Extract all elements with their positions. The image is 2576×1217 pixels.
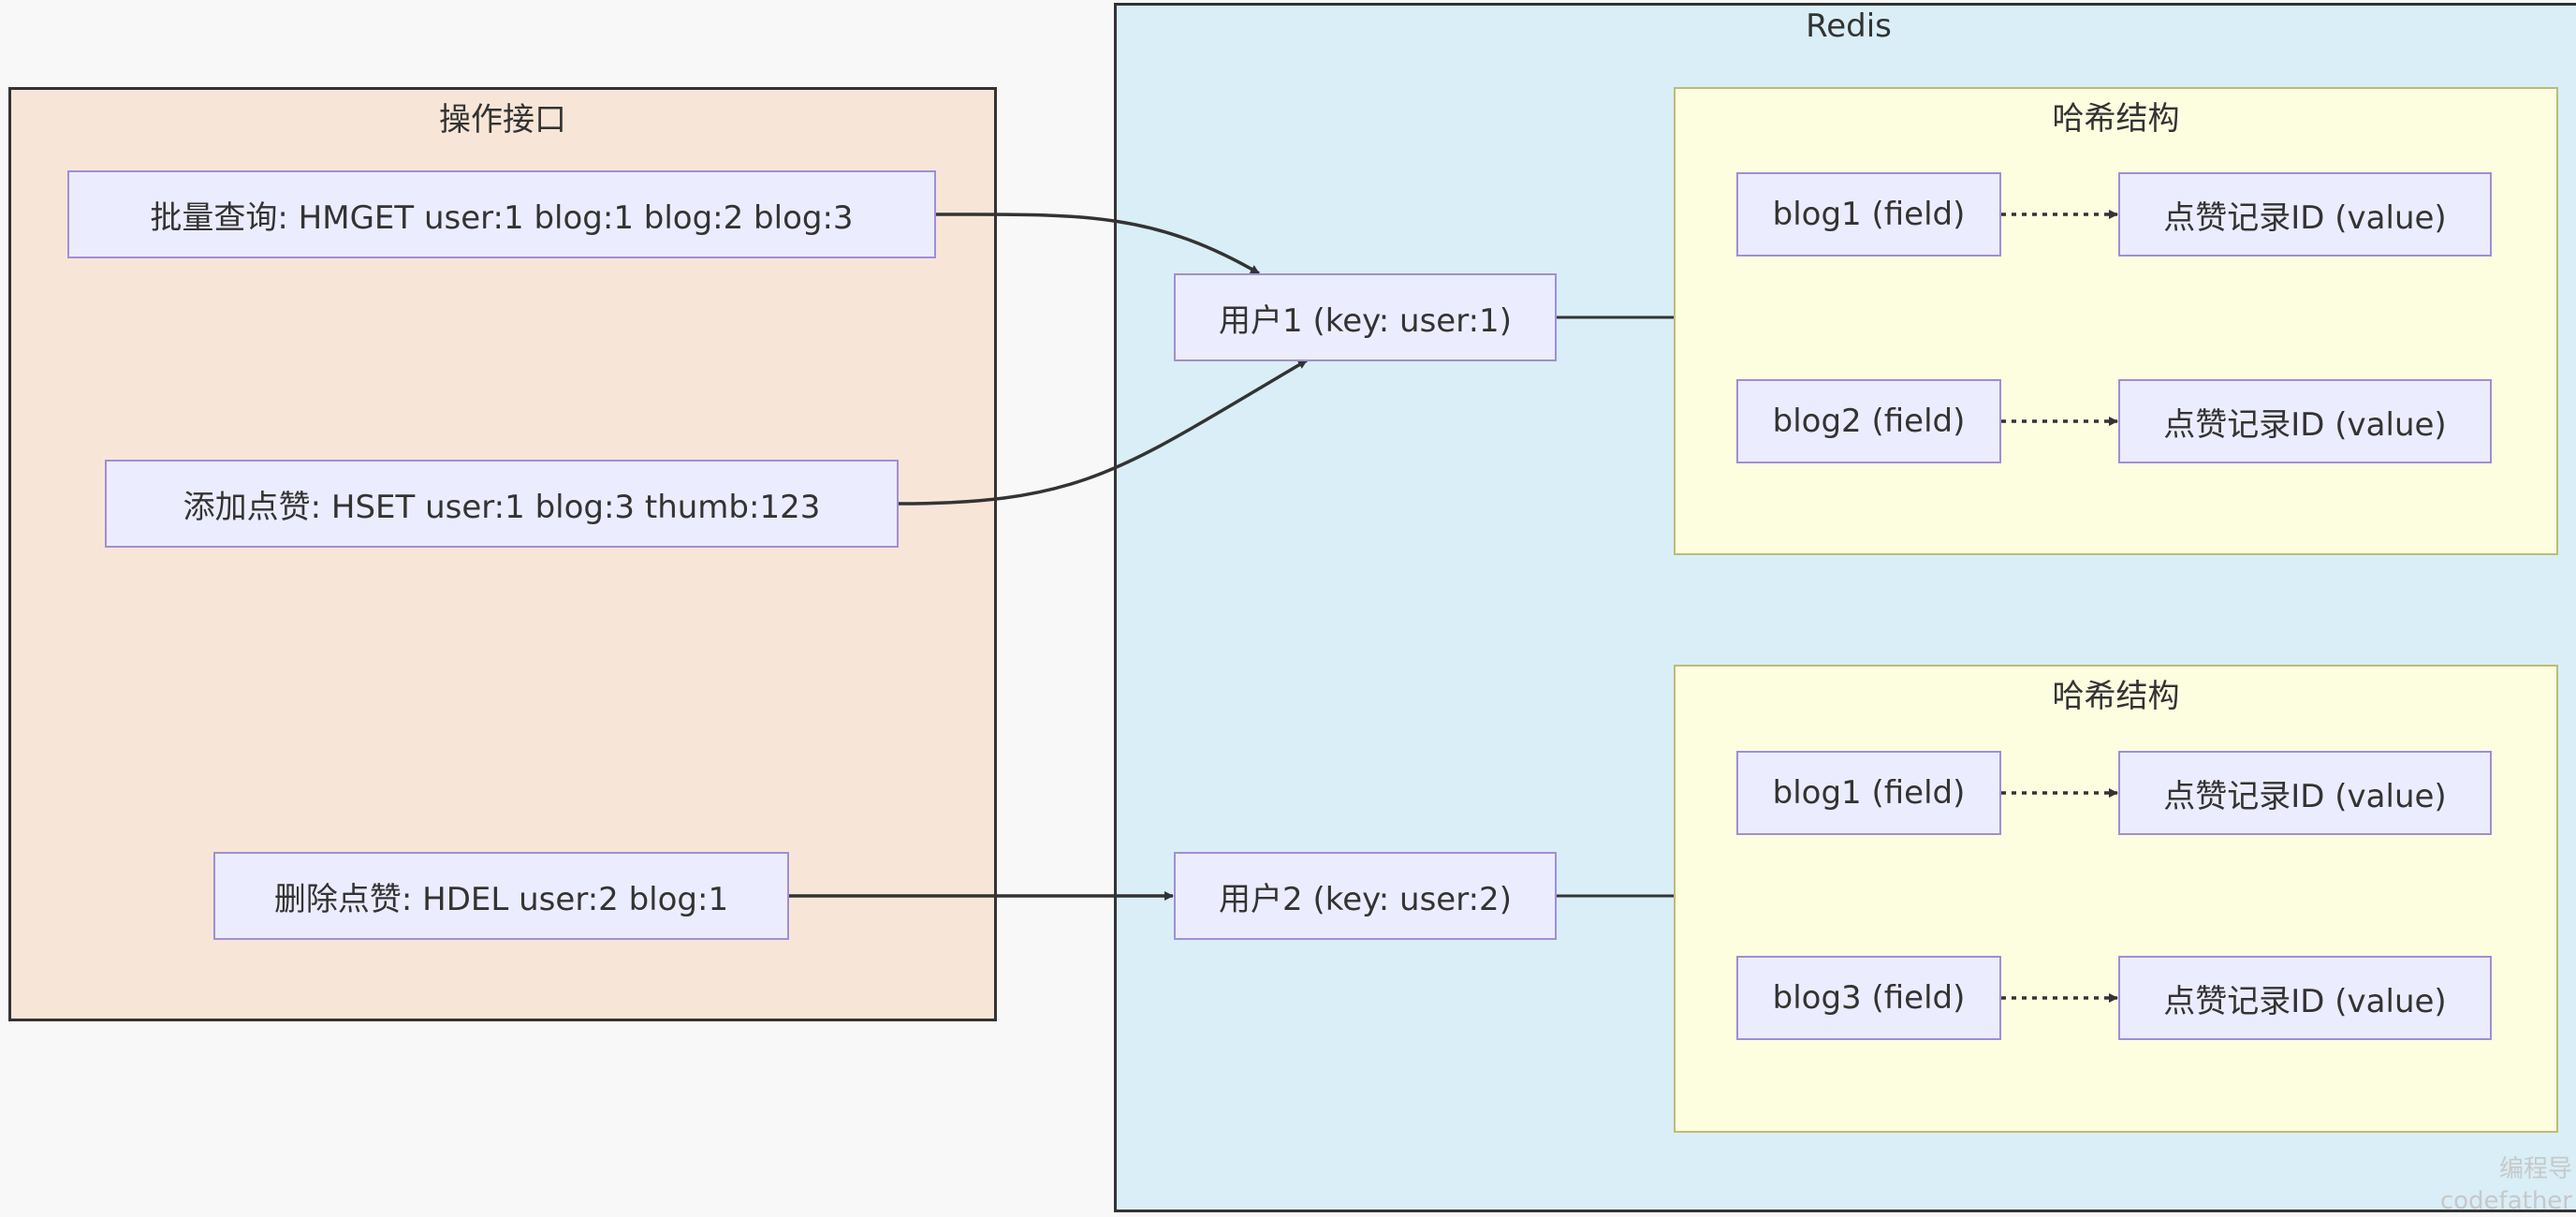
- watermark-line-1: 编程导: [2498, 1155, 2572, 1183]
- op-add-like-node[interactable]: 添加点赞: HSET user:1 blog:3 thumb:123: [105, 460, 899, 548]
- hash-structure-cluster-1: 哈希结构: [1674, 87, 2558, 555]
- hash-structure-title-1: 哈希结构: [2052, 100, 2180, 138]
- hash1-value2-node[interactable]: 点赞记录ID (value): [2118, 379, 2492, 463]
- hash1-value1-node[interactable]: 点赞记录ID (value): [2118, 172, 2492, 257]
- hash2-value2-node[interactable]: 点赞记录ID (value): [2118, 956, 2492, 1040]
- user2-key-node[interactable]: 用户2 (key: user:2): [1174, 852, 1557, 940]
- redis-cluster-title: Redis: [1806, 7, 1892, 45]
- edge-query-to-user1: [935, 213, 1260, 275]
- watermark: 编程导 codefather: [2440, 1153, 2572, 1217]
- hash-structure-title-2: 哈希结构: [2052, 678, 2180, 715]
- op-delete-like-node[interactable]: 删除点赞: HDEL user:2 blog:1: [213, 852, 789, 940]
- hash2-value1-node[interactable]: 点赞记录ID (value): [2118, 751, 2492, 835]
- op-batch-query-node[interactable]: 批量查询: HMGET user:1 blog:1 blog:2 blog:3: [67, 170, 936, 258]
- watermark-line-2: codefather: [2439, 1187, 2572, 1215]
- hash1-field-blog2-node[interactable]: blog2 (field): [1736, 379, 2001, 463]
- user1-key-node[interactable]: 用户1 (key: user:1): [1174, 273, 1557, 361]
- hash-structure-cluster-2: 哈希结构: [1674, 665, 2558, 1133]
- operations-cluster-title: 操作接口: [439, 101, 566, 139]
- hash2-field-blog1-node[interactable]: blog1 (field): [1736, 751, 2001, 835]
- hash1-field-blog1-node[interactable]: blog1 (field): [1736, 172, 2001, 257]
- edge-add-to-user1: [898, 359, 1308, 506]
- hash2-field-blog3-node[interactable]: blog3 (field): [1736, 956, 2001, 1040]
